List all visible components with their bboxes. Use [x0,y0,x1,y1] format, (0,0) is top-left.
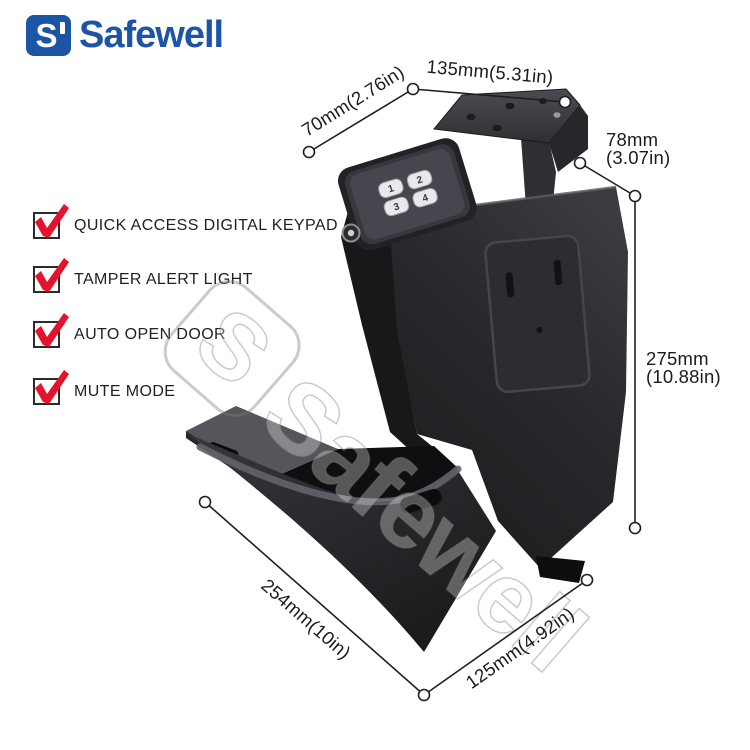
bracket-support [521,138,556,212]
bracket-flange [549,105,588,172]
keypad-key-4 [412,188,438,208]
keypad-keys: 1 2 3 4 [378,169,438,217]
checkbox-checked-icon [33,258,69,293]
red-check-icon [35,204,69,238]
keypad-key-2 [406,169,433,190]
dim-line-top-width [412,88,566,103]
drawer-front-slot [400,488,442,514]
feature-item-quick-access: QUICK ACCESS DIGITAL KEYPAD [33,204,338,239]
brand-logo-notch [60,22,65,34]
dim-line-top-depth [308,88,414,153]
feature-item-auto-open: AUTO OPEN DOOR [33,313,226,348]
feature-label: QUICK ACCESS DIGITAL KEYPAD [74,216,338,234]
dim-label-bracket-height-mm: 78mm [606,129,659,150]
brand-logo-initial: S [35,17,58,54]
open-drawer [186,406,496,652]
dim-label-bracket-height-in: (3.07in) [606,146,671,168]
drawer-edge-highlight [196,443,462,506]
keypad-key-4-label: 4 [421,192,430,204]
keypad-key-3-label: 3 [392,201,401,213]
keypad-key-1-label: 1 [387,183,396,195]
dim-line-base-depth [423,579,588,696]
checkbox-checked-icon [33,313,69,348]
feature-label: MUTE MODE [74,382,176,400]
dimension-endpoints [198,82,642,702]
keyhole [341,223,361,243]
checkbox-checked-icon [33,204,69,239]
brand-logo: S Safewell [26,14,224,57]
keypad-key-2-label: 2 [416,174,425,186]
holster-panel [484,234,591,394]
red-check-icon [35,370,69,404]
dim-label-body-height-mm: 275mm [646,348,709,369]
red-check-icon [35,313,69,347]
checkbox-checked-icon [33,370,69,405]
red-check-icon [35,258,69,292]
digital-keypad: 1 2 3 4 [337,138,477,251]
keypad-face [350,149,465,240]
feature-item-mute-mode: MUTE MODE [33,370,176,405]
dim-label-body-height: 275mm (10.88in) [646,348,721,387]
panel-hole [536,326,543,333]
dimension-lines [198,82,642,702]
dim-label-body-height-in: (10.88in) [646,365,721,387]
brand-logo-icon: S [26,15,71,56]
keypad-key-1 [378,178,404,198]
drawer-top-face [186,406,338,480]
dim-line-base-length [204,501,425,696]
body-latch [536,556,585,583]
feature-label: TAMPER ALERT LIGHT [74,270,253,288]
dim-label-bracket-height: 78mm (3.07in) [606,129,671,168]
watermark-logo-frame [163,280,301,417]
drawer-front-face [186,433,496,652]
feature-label: AUTO OPEN DOOR [74,325,226,343]
brand-logo-text: Safewell [79,14,224,56]
panel-slot-left [505,272,515,298]
panel-slot-right [553,260,563,286]
keypad-key-3 [383,196,410,217]
feature-item-tamper-alert: TAMPER ALERT LIGHT [33,258,253,293]
dim-line-bracket-height [579,162,636,197]
body-left-face [341,197,443,472]
